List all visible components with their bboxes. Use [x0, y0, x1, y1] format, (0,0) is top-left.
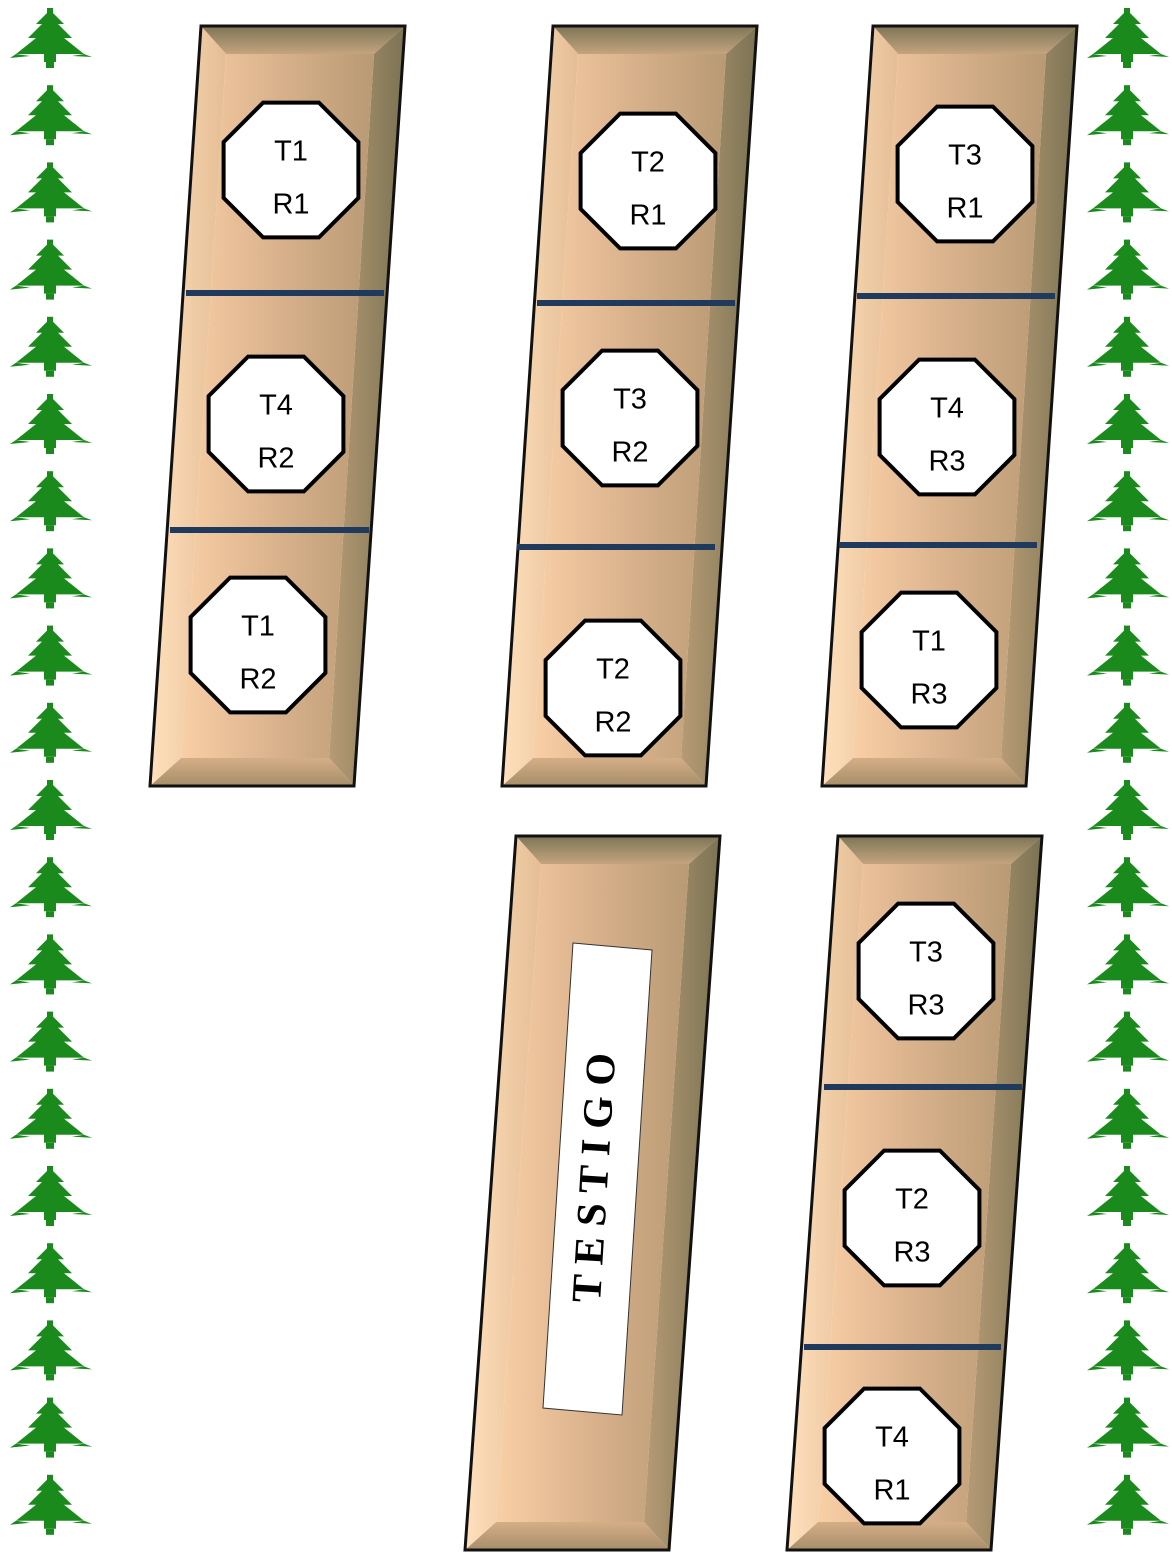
pine-tree-icon	[10, 1089, 92, 1149]
pine-tree-icon	[1087, 1166, 1169, 1226]
bed-bevel-bottom	[822, 758, 1026, 786]
pine-tree-icon	[1087, 8, 1169, 68]
pine-tree-icon	[10, 394, 92, 454]
pine-tree-icon	[1087, 934, 1169, 994]
bed-bevel-top	[516, 836, 720, 864]
pine-tree-icon	[1087, 1398, 1169, 1458]
replicate-label: R1	[272, 189, 309, 221]
bed-bevel-top	[201, 26, 405, 54]
pine-tree-icon	[1087, 1243, 1169, 1303]
left-tree-border	[10, 8, 92, 1535]
right-tree-border	[1087, 8, 1169, 1535]
replicate-label: R3	[907, 990, 944, 1022]
treatment-label: T4	[259, 390, 293, 422]
pine-tree-icon	[10, 1166, 92, 1226]
treatment-label: T4	[930, 393, 964, 425]
treatment-label: T4	[875, 1422, 909, 1454]
pine-tree-icon	[1087, 1475, 1169, 1535]
treatment-label: T3	[948, 140, 982, 172]
treatment-label: T1	[912, 626, 946, 658]
pine-tree-icon	[1087, 1089, 1169, 1149]
pine-tree-icon	[10, 703, 92, 763]
replicate-label: R2	[594, 707, 631, 739]
pine-tree-icon	[1087, 471, 1169, 531]
pine-tree-icon	[10, 471, 92, 531]
pine-tree-icon	[10, 240, 92, 300]
treatment-label: T2	[596, 654, 630, 686]
planting-bed: T3R3T2R3T4R1	[787, 836, 1042, 1550]
pine-tree-icon	[10, 626, 92, 686]
pine-tree-icon	[1087, 626, 1169, 686]
treatment-label: T2	[631, 147, 665, 179]
pine-tree-icon	[10, 548, 92, 608]
bed-bevel-bottom	[150, 758, 354, 786]
pine-tree-icon	[1087, 857, 1169, 917]
replicate-label: R3	[893, 1237, 930, 1269]
pine-tree-icon	[10, 857, 92, 917]
pine-tree-icon	[10, 8, 92, 68]
pine-tree-icon	[1087, 1320, 1169, 1380]
pine-tree-icon	[10, 934, 92, 994]
pine-tree-icon	[1087, 394, 1169, 454]
replicate-label: R2	[611, 437, 648, 469]
pine-tree-icon	[1087, 1012, 1169, 1072]
bed-bevel-bottom	[465, 1522, 669, 1550]
replicate-label: R1	[629, 200, 666, 232]
replicate-label: R1	[946, 193, 983, 225]
replicate-label: R2	[257, 443, 294, 475]
pine-tree-icon	[10, 780, 92, 840]
plot-marker: T4R3	[880, 360, 1015, 495]
pine-tree-icon	[10, 1243, 92, 1303]
plot-marker: T4R2	[209, 357, 344, 492]
bed-bevel-top	[838, 836, 1042, 864]
pine-tree-icon	[10, 317, 92, 377]
pine-tree-icon	[1087, 780, 1169, 840]
bed-bevel-top	[873, 26, 1077, 54]
pine-tree-icon	[10, 1012, 92, 1072]
pine-tree-icon	[10, 85, 92, 145]
replicate-label: R1	[873, 1475, 910, 1507]
pine-tree-icon	[10, 1320, 92, 1380]
pine-tree-icon	[10, 1475, 92, 1535]
pine-tree-icon	[10, 162, 92, 222]
pine-tree-icon	[1087, 240, 1169, 300]
pine-tree-icon	[1087, 317, 1169, 377]
pine-tree-icon	[1087, 548, 1169, 608]
replicate-label: R3	[928, 446, 965, 478]
bed-bevel-top	[553, 26, 757, 54]
treatment-label: T3	[613, 384, 647, 416]
replicate-label: R3	[910, 679, 947, 711]
pine-tree-icon	[1087, 85, 1169, 145]
bed-bevel-bottom	[502, 758, 706, 786]
replicate-label: R2	[239, 664, 276, 696]
control-bed: T E S T I G O	[465, 836, 720, 1550]
planting-bed: T3R1T4R3T1R3	[822, 26, 1077, 786]
pine-tree-icon	[1087, 703, 1169, 763]
pine-tree-icon	[10, 1398, 92, 1458]
treatment-label: T3	[909, 937, 943, 969]
bed-bevel-bottom	[787, 1522, 991, 1550]
pine-tree-icon	[1087, 162, 1169, 222]
treatment-label: T1	[274, 136, 308, 168]
plot-marker: T2R1	[581, 114, 716, 249]
treatment-label: T1	[241, 611, 275, 643]
treatment-label: T2	[895, 1184, 929, 1216]
